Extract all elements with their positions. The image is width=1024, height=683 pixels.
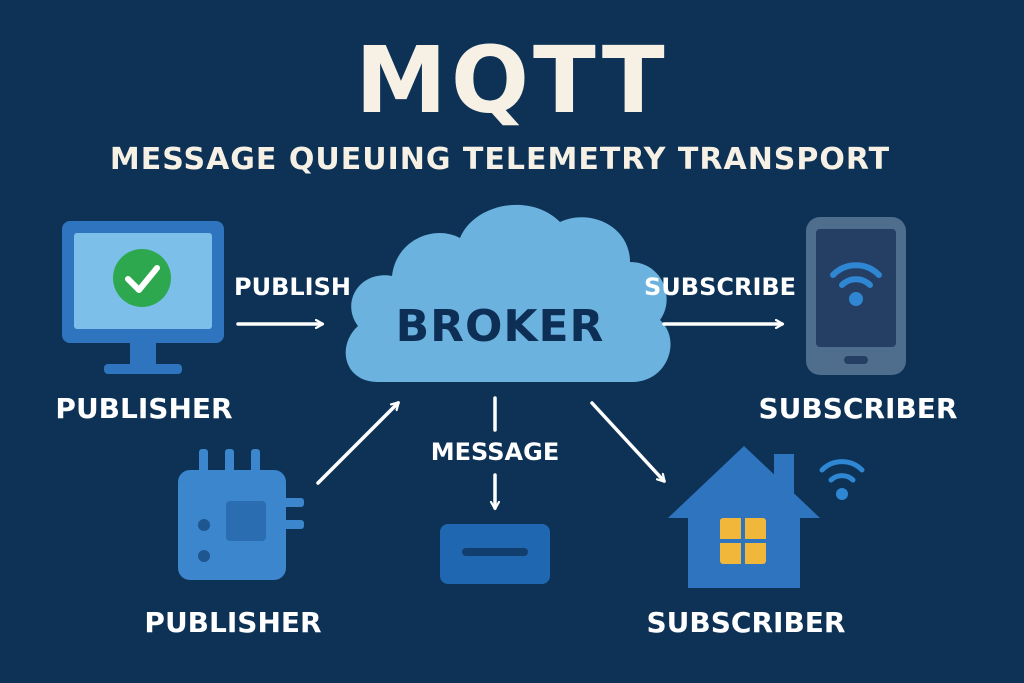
microchip-icon xyxy=(178,449,304,580)
publisher2-to-broker-arrow xyxy=(316,403,398,485)
publisher-label: PUBLISHER xyxy=(144,606,322,639)
smart-home-icon xyxy=(668,446,820,588)
computer-monitor-icon xyxy=(62,221,224,374)
subscriber-label: SUBSCRIBER xyxy=(646,606,846,639)
publish-flow-label: PUBLISH xyxy=(234,273,351,301)
arrows xyxy=(236,324,782,508)
smartphone-icon xyxy=(806,217,906,375)
broker-cloud-icon xyxy=(345,204,671,382)
message-flow-label: MESSAGE xyxy=(430,438,560,466)
broker-to-home-arrow xyxy=(590,401,664,481)
publisher-label: PUBLISHER xyxy=(55,392,233,425)
diagram-subtitle: MESSAGE QUEUING TELEMETRY TRANSPORT xyxy=(109,142,891,177)
subscriber-label: SUBSCRIBER xyxy=(758,392,958,425)
wifi-icon xyxy=(819,459,865,500)
subscribe-flow-label: SUBSCRIBE xyxy=(644,273,797,301)
diagram-title: MQTT xyxy=(355,27,669,134)
broker-label: BROKER xyxy=(395,301,605,352)
message-packet-icon xyxy=(440,524,550,584)
